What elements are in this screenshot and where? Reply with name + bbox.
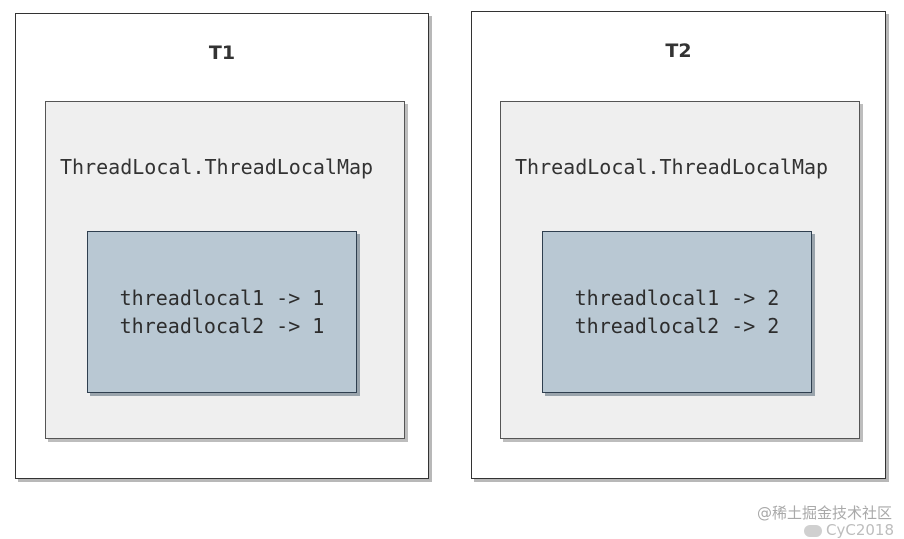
entry-text: threadlocal1 -> 2 [574,286,780,310]
threadlocalmap-label: ThreadLocal.ThreadLocalMap [60,155,374,179]
thread-title: T2 [665,40,692,62]
watermark-text: @稀土掘金技术社区 [756,504,892,522]
chat-bubble-icon [804,524,822,537]
threadlocalmap-box: ThreadLocal.ThreadLocalMap threadlocal1 … [45,101,405,439]
entry-text: threadlocal2 -> 1 [119,314,325,338]
threadlocalmap-box: ThreadLocal.ThreadLocalMap threadlocal1 … [500,101,860,439]
entries-box: threadlocal1 -> 1 threadlocal2 -> 1 [87,231,357,393]
threadlocalmap-label: ThreadLocal.ThreadLocalMap [515,155,829,179]
entry-text: threadlocal2 -> 2 [574,314,780,338]
thread-box-t2: T2 ThreadLocal.ThreadLocalMap threadloca… [471,11,886,479]
entries-box: threadlocal1 -> 2 threadlocal2 -> 2 [542,231,812,393]
watermark-sub: CyC2018 [804,521,894,539]
watermark-sub-label: CyC2018 [826,521,894,539]
thread-title: T1 [208,42,236,64]
thread-box-t1: T1 ThreadLocal.ThreadLocalMap threadloca… [15,13,429,479]
entry-text: threadlocal1 -> 1 [119,286,325,310]
